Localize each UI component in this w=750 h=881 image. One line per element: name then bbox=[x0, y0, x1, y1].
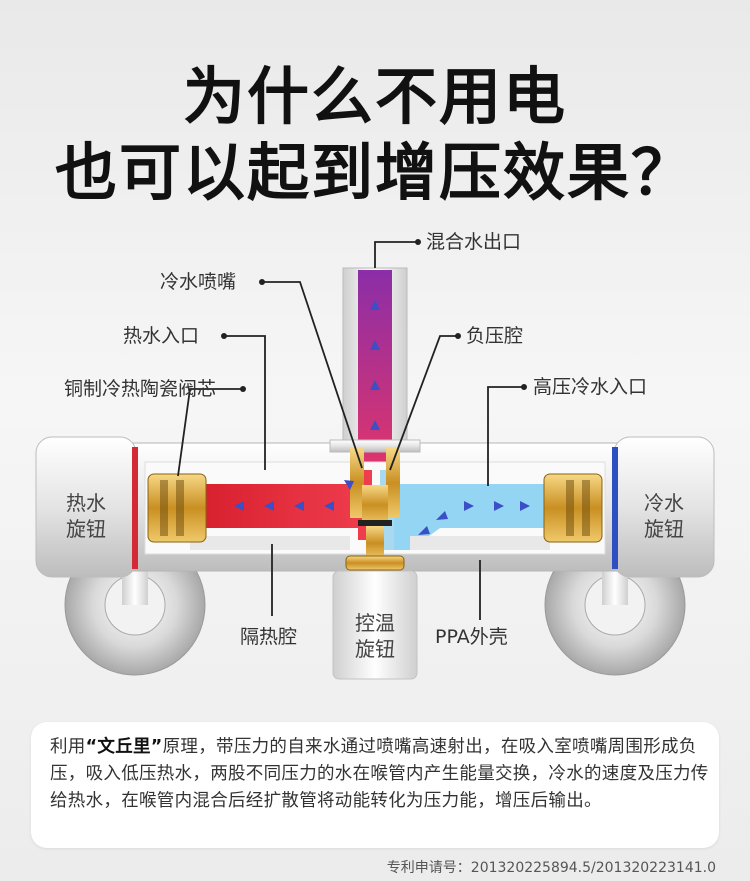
label-insulation-chamber: 隔热腔 bbox=[240, 626, 298, 648]
hot-ceramic-valve bbox=[147, 473, 207, 543]
leader-cold-nozzle bbox=[262, 281, 363, 469]
label-high-pressure-cold-inlet: 高压冷水入口 bbox=[533, 376, 648, 398]
leader-mixed-outlet bbox=[374, 241, 418, 268]
temp-knob bbox=[332, 570, 418, 680]
temp-knob-label: 控温 旋钮 bbox=[345, 610, 405, 662]
venturi-nozzle bbox=[345, 448, 405, 571]
hot-knob-label: 热水 旋钮 bbox=[56, 490, 116, 542]
temp-knob-line1: 控温 bbox=[355, 611, 395, 635]
label-mixed-outlet: 混合水出口 bbox=[426, 231, 522, 253]
hot-knob-line1: 热水 bbox=[66, 491, 106, 515]
hot-knob-line2: 旋钮 bbox=[66, 517, 106, 541]
patent-number: 专利申请号：201320225894.5/201320223141.0 bbox=[386, 860, 716, 876]
title-line-1: 为什么不用电 bbox=[182, 60, 567, 133]
description-box bbox=[31, 722, 719, 848]
cold-knob-line2: 旋钮 bbox=[644, 517, 684, 541]
cold-knob-line1: 冷水 bbox=[644, 491, 684, 515]
cold-knob-label: 冷水 旋钮 bbox=[634, 490, 694, 542]
label-cold-nozzle: 冷水喷嘴 bbox=[160, 271, 237, 293]
leader-negative-chamber bbox=[389, 335, 458, 471]
label-hot-inlet: 热水入口 bbox=[123, 325, 200, 347]
cold-ceramic-valve bbox=[543, 473, 603, 543]
temp-knob-line2: 旋钮 bbox=[355, 637, 395, 661]
leader-hot-inlet bbox=[224, 335, 266, 470]
flow-arrows bbox=[234, 300, 530, 535]
description-text: 利用“文丘里”原理，带压力的自来水通过喷嘴高速射出，在吸入室喷嘴周围形成负压，吸… bbox=[50, 734, 710, 815]
description-highlight: “文丘里” bbox=[85, 737, 163, 757]
cold-water-channel bbox=[392, 484, 550, 550]
description-body: 原理，带压力的自来水通过喷嘴高速射出，在吸入室喷嘴周围形成负压，吸入低压热水，两… bbox=[50, 737, 709, 811]
description-prefix: 利用 bbox=[50, 737, 86, 757]
label-negative-chamber: 负压腔 bbox=[466, 325, 524, 347]
title-line-2: 也可以起到增压效果？ bbox=[54, 136, 695, 209]
label-ppa-shell: PPA外壳 bbox=[435, 626, 508, 648]
label-ceramic-valve: 铜制冷热陶瓷阀芯 bbox=[64, 378, 217, 400]
leader-high-pressure-inlet bbox=[487, 386, 524, 486]
hot-water-channel bbox=[200, 470, 372, 540]
leader-ceramic-valve bbox=[177, 388, 243, 477]
